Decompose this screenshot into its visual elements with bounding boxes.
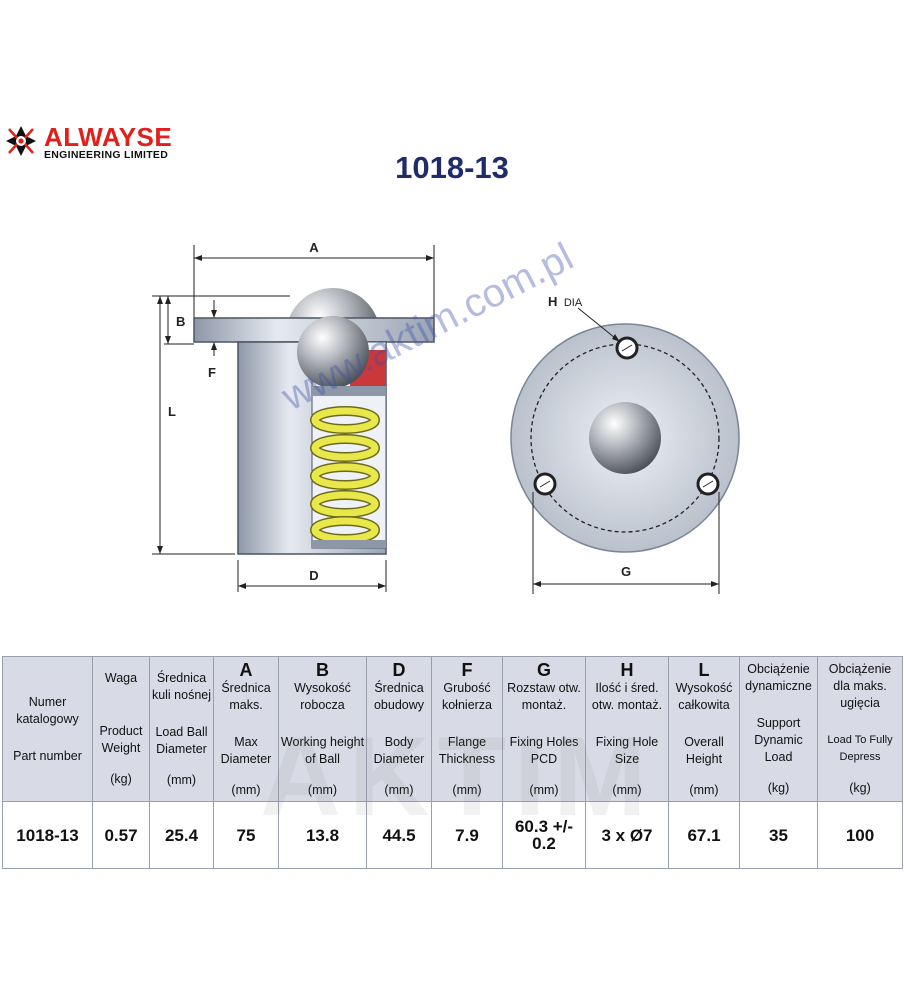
column-header: H Ilość i śred. otw. montaż. Fixing Hole…	[585, 656, 669, 802]
column-header: Numer katalogowy Part number	[2, 656, 93, 802]
page-title: 1018-13	[395, 150, 509, 185]
dim-label-h-dia: DIA	[564, 297, 583, 309]
dim-label-l: L	[168, 404, 176, 419]
table-cell: 44.5	[366, 801, 432, 869]
table-cell: 13.8	[278, 801, 367, 869]
table-cell: 7.9	[431, 801, 503, 869]
brand-name: ALWAYSE	[44, 122, 173, 152]
brand-subtitle: ENGINEERING LIMITED	[44, 149, 169, 161]
table-cell: 35	[739, 801, 818, 869]
column-header: Średnica kuli nośnej Load Ball Diameter …	[149, 656, 214, 802]
watermark-text: AKTIM	[260, 714, 655, 839]
column-header: B Wysokość robocza Working height of Bal…	[278, 656, 367, 802]
dim-label-h: H	[548, 294, 557, 309]
table-row: 1018-13 0.57 25.4 75 13.8 44.5 7.9 60.3 …	[2, 801, 903, 869]
logo-emblem-icon	[6, 126, 36, 156]
table-cell: 100	[817, 801, 903, 869]
table-cell: 75	[213, 801, 279, 869]
dim-label-d: D	[309, 568, 318, 583]
technical-drawing: A L B F	[152, 240, 740, 594]
table-cell: 0.57	[92, 801, 150, 869]
svg-text:H DIA: H DIA	[548, 293, 583, 310]
dim-label-f: F	[208, 365, 216, 380]
top-view: H DIA G	[510, 293, 740, 594]
spring	[310, 406, 380, 544]
column-header: D Średnica obudowy Body Diameter (mm)	[366, 656, 432, 802]
fixing-hole	[533, 472, 557, 496]
fixing-hole	[615, 336, 639, 360]
table-cell: 67.1	[668, 801, 740, 869]
table-cell: 25.4	[149, 801, 214, 869]
column-header: L Wysokość całkowita Overall Height (mm)	[668, 656, 740, 802]
column-header: G Rozstaw otw. montaż. Fixing Holes PCD …	[502, 656, 586, 802]
brand-logo: ALWAYSE ENGINEERING LIMITED	[4, 122, 214, 162]
column-header: Obciążenie dla maks. ugięcia Load To Ful…	[817, 656, 903, 802]
dim-label-a: A	[309, 240, 319, 255]
fixing-hole	[696, 472, 720, 496]
side-view: A L B F	[152, 240, 435, 592]
ball-top	[589, 402, 661, 474]
table-cell: 60.3 +/- 0.2	[502, 801, 586, 869]
column-header: Waga Product Weight (kg)	[92, 656, 150, 802]
table-cell: 1018-13	[2, 801, 93, 869]
column-header: A Średnica maks. Max Diameter (mm)	[213, 656, 279, 802]
dim-label-b: B	[176, 314, 185, 329]
column-header: Obciążenie dynamiczne Support Dynamic Lo…	[739, 656, 818, 802]
spec-table: Numer katalogowy Part number Waga Produc…	[2, 656, 903, 869]
dim-label-g: G	[621, 564, 631, 579]
